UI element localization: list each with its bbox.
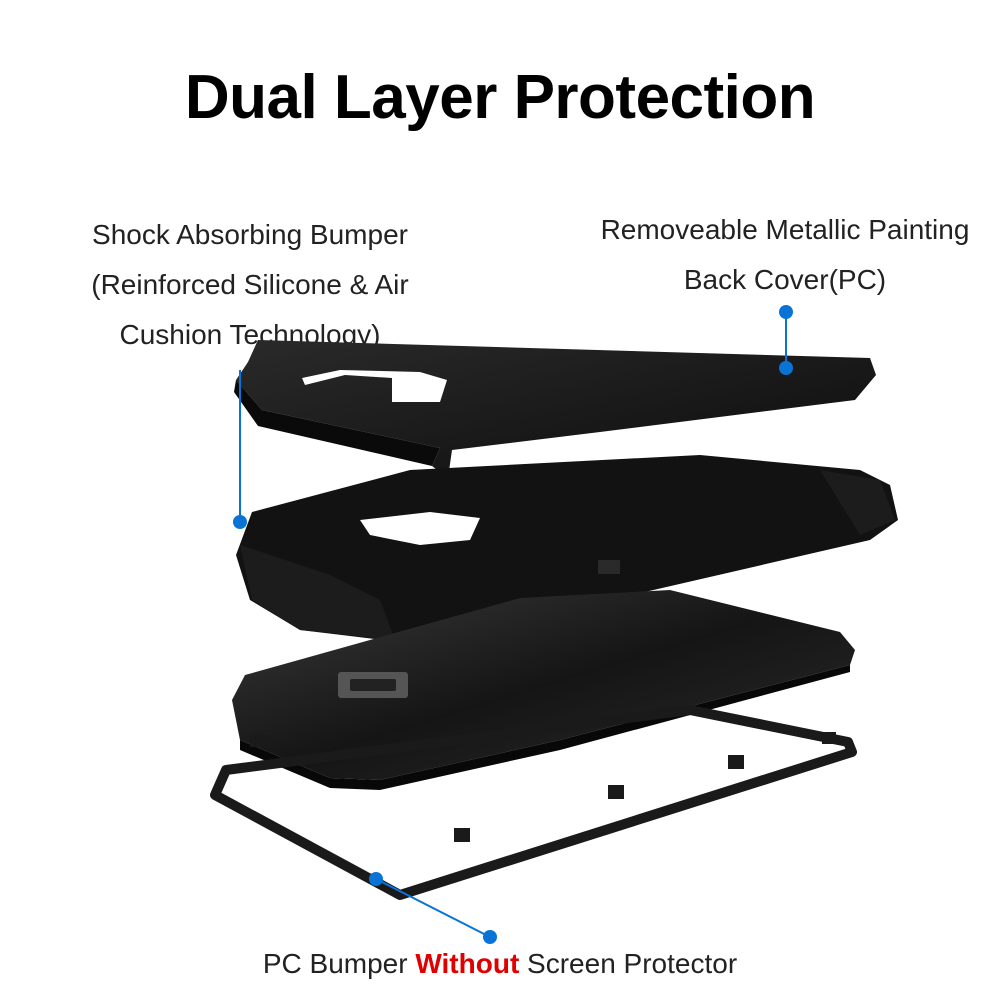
bumper-label: Shock Absorbing Bumper (Reinforced Silic…	[60, 210, 440, 360]
back-cover-label: Removeable Metallic Painting Back Cover(…	[570, 205, 1000, 305]
pc-bumper-frame	[210, 705, 857, 900]
back-cover-part	[234, 340, 876, 478]
callout-dot-bumper	[233, 515, 247, 529]
bumper-label-line-1: Shock Absorbing Bumper	[92, 219, 408, 250]
phone-device	[232, 590, 855, 790]
callout-dot-back-cover-top	[779, 305, 793, 319]
pc-bumper-label-end: Screen Protector	[519, 948, 738, 979]
without-highlight: Without	[415, 948, 520, 979]
camera-cutout-cover	[302, 370, 447, 402]
back-cover-label-line-1: Removeable Metallic Painting	[600, 214, 970, 245]
callout-dot-pc-bumper-end	[483, 930, 497, 944]
page-title: Dual Layer Protection	[184, 63, 816, 132]
callout-back-cover	[779, 305, 793, 375]
pc-bumper-label-start: PC Bumper	[262, 948, 416, 979]
callout-pc-bumper	[369, 872, 497, 944]
silicone-bumper-part	[236, 455, 898, 642]
pc-bumper-label: PC Bumper Without Screen Protector	[0, 948, 1000, 980]
callout-dot-pc-bumper	[369, 872, 383, 886]
back-cover-label-line-2: Back Cover(PC)	[683, 264, 887, 295]
bumper-label-line-2: (Reinforced Silicone & Air	[91, 269, 409, 300]
camera-cutout-bumper	[360, 512, 480, 545]
callout-dot-back-cover	[779, 361, 793, 375]
callout-bumper	[233, 370, 247, 529]
